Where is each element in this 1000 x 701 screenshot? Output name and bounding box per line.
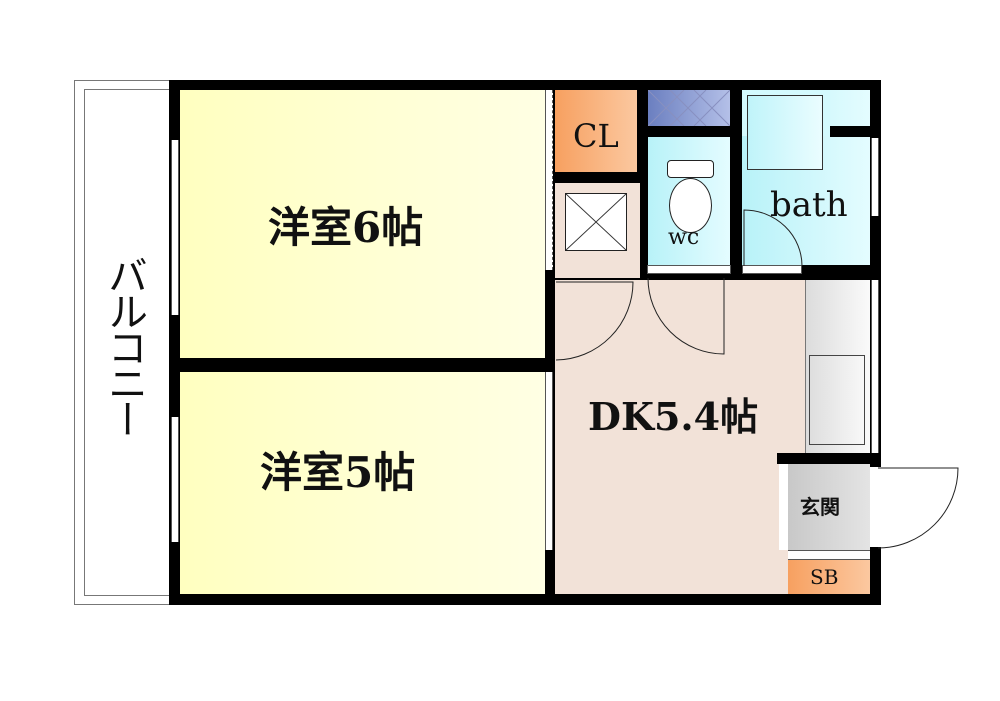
balcony [74, 80, 174, 605]
room-western-6 [180, 90, 545, 358]
washer-cross-icon [565, 193, 627, 251]
washer-pan [565, 193, 627, 251]
shoe-box-divider [788, 550, 870, 560]
window-western-6 [171, 140, 179, 315]
balcony-label: バルコニー [101, 255, 147, 435]
front-door-swing-icon [877, 467, 959, 549]
room-wc-label: wc [668, 225, 700, 250]
window-kitchen [871, 280, 879, 455]
bath-door-opening [742, 265, 802, 274]
room-entrance [788, 464, 870, 550]
window-western-5 [171, 417, 179, 542]
room-dk-lower [555, 460, 777, 594]
wc-door-opening [647, 265, 731, 274]
bath-wall-segment [830, 126, 870, 137]
entrance-step [779, 464, 788, 550]
room-western-6-label: 洋室6帖 [268, 203, 424, 252]
toilet-bowl-icon [669, 178, 712, 233]
room-closet [555, 90, 637, 172]
room-bath-label: bath [770, 185, 848, 225]
room-shoe-box [788, 560, 870, 594]
bathtub-inner [747, 95, 823, 170]
sliding-door-western-6 [545, 90, 553, 270]
entrance-wall-top [777, 453, 881, 464]
dk-door-swing-left-icon [555, 281, 634, 361]
kitchen-sink [809, 355, 865, 445]
bath-door-swing-icon [743, 209, 803, 267]
toilet-tank-icon [667, 160, 714, 178]
room-entrance-label: 玄関 [800, 495, 840, 519]
room-dk-label: DK5.4帖 [588, 394, 759, 439]
window-tile-wc [648, 90, 730, 126]
room-shoe-box-label: SB [810, 565, 839, 589]
window-bath [871, 138, 879, 216]
room-western-5 [180, 372, 545, 594]
room-closet-label: CL [573, 117, 619, 155]
dk-door-swing-right-icon [647, 277, 725, 355]
room-western-5-label: 洋室5帖 [260, 448, 416, 497]
front-door-opening [870, 467, 881, 547]
sliding-door-western-5 [545, 372, 553, 550]
